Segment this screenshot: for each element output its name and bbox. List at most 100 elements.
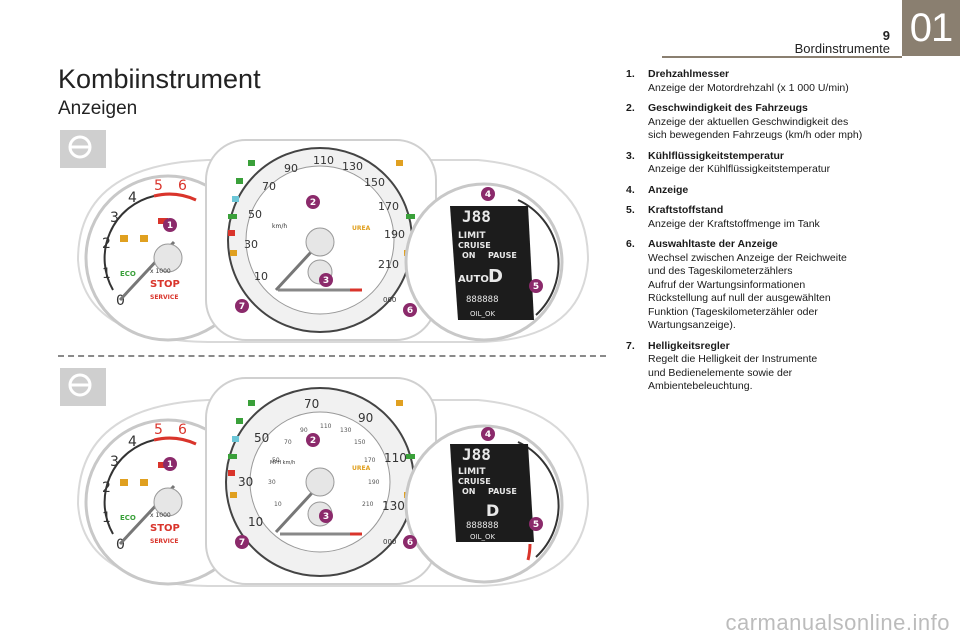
header-rule — [662, 56, 902, 58]
callout-4: 4 — [485, 430, 491, 440]
callout-3: 3 — [323, 276, 329, 286]
display-on: ON — [462, 487, 476, 496]
selector-button-label: 000 — [383, 296, 396, 304]
tach-tick: 3 — [110, 454, 119, 470]
item-description: Anzeige der Kraftstoffmenge im Tank — [648, 217, 820, 230]
page-subtitle: Anzeigen — [58, 98, 138, 119]
oil-icon — [158, 218, 168, 224]
item-description: Anzeige der Motordrehzahl (x 1 000 U/min… — [648, 81, 849, 94]
speed-outer-tick: 70 — [304, 397, 319, 411]
item-title: Kühlflüssigkeitstemperatur — [648, 149, 784, 162]
speed-inner-tick: 150 — [354, 439, 366, 446]
battery-icon — [140, 235, 148, 242]
item-number: 3. — [626, 149, 635, 162]
item-title: Helligkeitsregler — [648, 339, 730, 352]
lamp-icon — [248, 400, 255, 406]
warning-lamp-icon — [120, 235, 128, 242]
tach-tick: 4 — [128, 190, 137, 206]
item-title: Auswahltaste der Anzeige — [648, 238, 778, 250]
speed-outer-tick: 10 — [248, 515, 263, 529]
lamp-icon — [232, 196, 239, 202]
lamp-icon — [248, 160, 255, 166]
speed-outer-tick: 50 — [254, 431, 269, 445]
speed-tick: 10 — [254, 270, 268, 283]
tach-unit: x 1000 — [150, 512, 171, 519]
urea-label: UREA — [352, 465, 371, 472]
page-number: 9 — [882, 28, 890, 43]
item-number: 2. — [626, 102, 635, 114]
item-description: Anzeige der Kühlflüssigkeitstemperatur — [648, 163, 831, 175]
service-label: SERVICE — [150, 538, 178, 545]
speed-tick: 190 — [384, 228, 405, 241]
urea-label: UREA — [352, 225, 371, 232]
callout-1: 1 — [167, 460, 173, 470]
callout-markers: 1 2 3 4 5 6 7 — [163, 187, 543, 317]
eco-label: ECO — [120, 270, 136, 278]
item-title: Kraftstoffstand — [648, 204, 724, 216]
item-number: 4. — [626, 183, 635, 196]
lamp-icon — [396, 400, 403, 406]
cluster-diagram-bottom: 0 1 2 3 4 5 6 x 1000 STOP SERVICE ECO 10… — [60, 368, 590, 587]
speed-outer-tick: 110 — [384, 451, 407, 465]
callout-6: 6 — [407, 538, 413, 548]
tach-tick: 0 — [116, 537, 125, 553]
display-speed-digits: J88 — [462, 445, 491, 464]
instrument-cluster-figure-top: 0 1 2 3 4 5 6 x 1000 STOP SERVICE ECO 10… — [58, 130, 606, 345]
item-title: Anzeige — [648, 183, 689, 196]
steering-wheel-icon — [60, 130, 106, 168]
tach-tick: 1 — [102, 266, 111, 282]
callout-3: 3 — [323, 512, 329, 522]
oil-icon — [158, 462, 168, 468]
callout-7: 7 — [239, 302, 245, 312]
item-number: 6. — [626, 238, 635, 250]
callout-5: 5 — [533, 282, 539, 292]
display-digits: 888888 — [466, 521, 499, 531]
display-oil: OIL_OK — [470, 533, 495, 541]
arrow-right-icon — [406, 214, 415, 219]
speed-tick: 70 — [262, 180, 276, 193]
tach-tick: 6 — [178, 422, 187, 438]
speed-tick: 30 — [244, 238, 258, 251]
display-pause: PAUSE — [488, 251, 517, 260]
callout-1: 1 — [167, 221, 173, 231]
speed-tick: 210 — [378, 258, 399, 271]
tach-tick: 1 — [102, 510, 111, 526]
eco-label: ECO — [120, 514, 136, 522]
item-description: Regelt die Helligkeit der Instrumente un… — [648, 353, 818, 392]
speed-outer-tick: 30 — [238, 475, 253, 489]
callout-2: 2 — [310, 198, 316, 208]
lamp-icon — [236, 418, 243, 424]
watermark: carmanualsonline.info — [725, 610, 950, 635]
lamp-icon — [396, 160, 403, 166]
item-number: 1. — [626, 68, 635, 80]
speed-inner-tick: 170 — [364, 457, 376, 464]
tach-tick: 5 — [154, 422, 163, 438]
speed-inner-tick: 10 — [274, 501, 282, 508]
speed-inner-tick: 50 — [272, 457, 280, 464]
item-description: Wechsel zwischen Anzeige der Reichweite … — [648, 251, 847, 332]
speed-inner-tick: 130 — [340, 427, 352, 434]
speed-inner-tick: 70 — [284, 439, 292, 446]
battery-icon — [140, 479, 148, 486]
speed-tick: 110 — [313, 154, 334, 167]
tach-tick: 6 — [178, 178, 187, 194]
steering-wheel-icon — [60, 368, 106, 406]
display-limit: LIMIT — [458, 467, 486, 477]
callout-markers: 1 2 3 4 5 6 7 — [163, 427, 543, 549]
callout-7: 7 — [239, 538, 245, 548]
display-on: ON — [462, 251, 476, 260]
lamp-icon — [232, 436, 239, 442]
item-description: Anzeige der aktuellen Geschwindigkeit de… — [648, 115, 863, 142]
lamp-icon — [230, 492, 237, 498]
chapter-number: 01 — [909, 5, 953, 50]
speed-tick: 90 — [284, 162, 298, 175]
tach-tick: 0 — [116, 293, 125, 309]
callout-2: 2 — [310, 436, 316, 446]
display-pause: PAUSE — [488, 487, 517, 496]
arrow-left-icon — [228, 454, 237, 459]
speed-tick: 50 — [248, 208, 262, 221]
display-gear: D — [488, 266, 503, 287]
